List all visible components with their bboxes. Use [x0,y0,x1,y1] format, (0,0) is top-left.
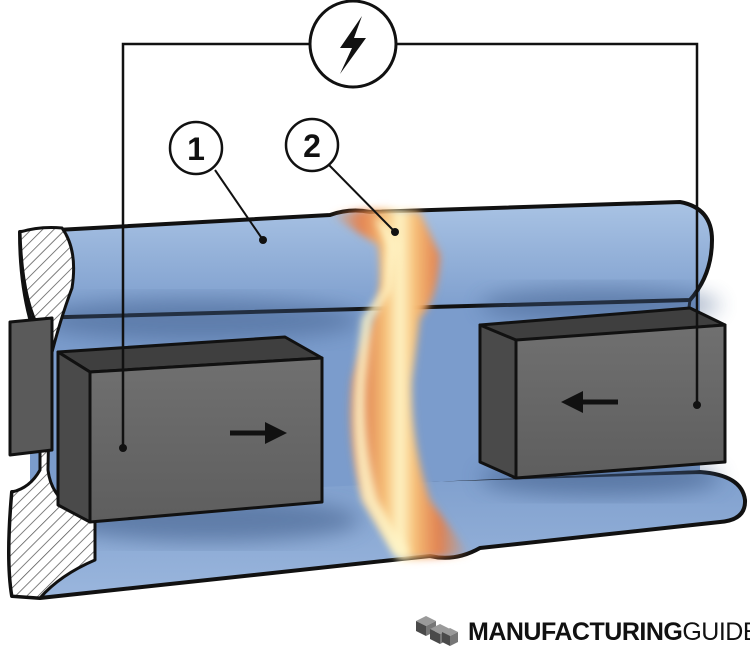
power-source [308,0,398,89]
brand-name: MANUFACTURINGGUIDE [468,618,750,647]
circuit-wire [121,42,310,448]
cube-stack-logo-icon [416,616,458,646]
right-electrode [478,306,727,480]
right-contact-point [693,401,701,409]
left-contact-point [119,444,127,452]
callout-2-number: 2 [303,128,321,164]
arrow-right-icon [230,422,287,444]
brand-logo[interactable]: MANUFACTURINGGUIDE [412,612,750,652]
lightning-bolt-icon [340,16,366,74]
rail-cross-section [7,226,97,600]
callout-1-number: 1 [187,131,205,167]
callout-2: 2 [284,117,399,236]
brand-name-light: GUIDE [682,617,750,646]
weld-zone [330,209,470,560]
power-circuit [119,0,701,452]
callout-1: 1 [168,120,267,244]
arrow-left-icon [561,391,618,413]
brand-name-bold: MANUFACTURING [468,617,683,646]
